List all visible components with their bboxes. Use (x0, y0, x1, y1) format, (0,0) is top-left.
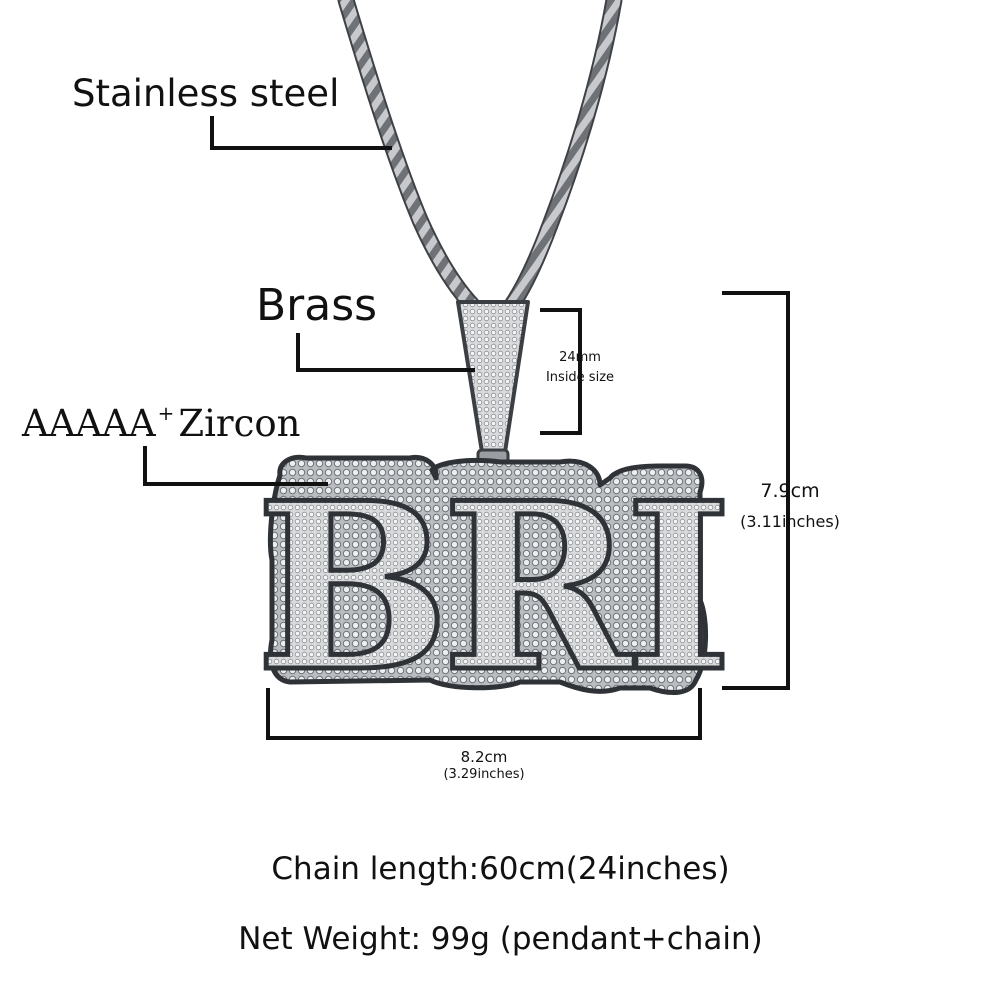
bail-size-bracket (540, 308, 582, 435)
width-bracket (266, 688, 702, 740)
bail-material-label: Brass (256, 280, 378, 331)
net-weight-text: Net Weight: 99g (pendant+chain) (238, 921, 763, 957)
width-cm: 8.2cm (460, 748, 508, 766)
stone-label: AAAAA+Zircon (22, 401, 301, 445)
pendant-plate (267, 454, 709, 695)
chain-material-label: Stainless steel (72, 72, 340, 115)
bail-size-note: Inside size (545, 370, 615, 385)
chain-length-text: Chain length:60cm(24inches) (271, 851, 730, 887)
stone-grade-plus: + (157, 401, 175, 425)
bail (456, 300, 530, 466)
stone-grade: AAAAA (22, 402, 156, 445)
height-cm: 7.9cm (760, 480, 820, 502)
brass-callout-line (296, 333, 475, 372)
pendant-letters: BRI (255, 453, 724, 723)
dimension-brackets (266, 291, 790, 740)
callout-lines (143, 116, 475, 486)
zircon-callout-line (143, 446, 328, 486)
bail-size-value: 24mm (559, 350, 601, 365)
height-inches: (3.11inches) (740, 512, 840, 531)
chain-callout-line (210, 116, 392, 150)
width-inches: (3.29inches) (443, 767, 525, 782)
height-bracket (722, 291, 790, 690)
stone-type: Zircon (178, 402, 301, 445)
